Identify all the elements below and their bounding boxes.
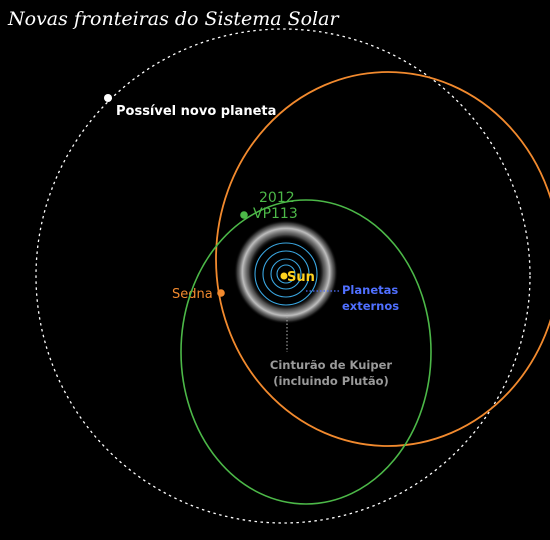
- outer-planet-orbit: [262, 250, 310, 298]
- outer-planet-orbit: [270, 258, 302, 290]
- outer-planet-orbit: [254, 242, 318, 306]
- vp113-orbit: [180, 199, 432, 505]
- sedna-orbit: [215, 71, 550, 447]
- possible-planet-dot: [104, 94, 112, 102]
- sun-label: Sun: [287, 270, 315, 285]
- vp113-label-name: VP113: [253, 206, 298, 222]
- possible-planet-orbit: [35, 28, 531, 524]
- outer-planets-label-line2: externos: [342, 299, 399, 313]
- possible-planet-label: Possível novo planeta: [116, 104, 276, 119]
- sun-icon: [280, 272, 288, 280]
- page-title: Novas fronteiras do Sistema Solar: [7, 8, 340, 30]
- outer-planet-orbit: [276, 264, 296, 284]
- kuiper-belt-ring: [234, 220, 338, 324]
- sedna-dot: [217, 289, 225, 297]
- kuiper-belt-label-line2: (incluindo Plutão): [273, 374, 389, 388]
- sedna-label: Sedna: [172, 287, 213, 302]
- vp113-dot: [240, 211, 248, 219]
- outer-planets-label-line1: Planetas: [342, 283, 398, 297]
- vp113-label-year: 2012: [259, 190, 295, 206]
- kuiper-belt-label-line1: Cinturão de Kuiper: [270, 358, 392, 372]
